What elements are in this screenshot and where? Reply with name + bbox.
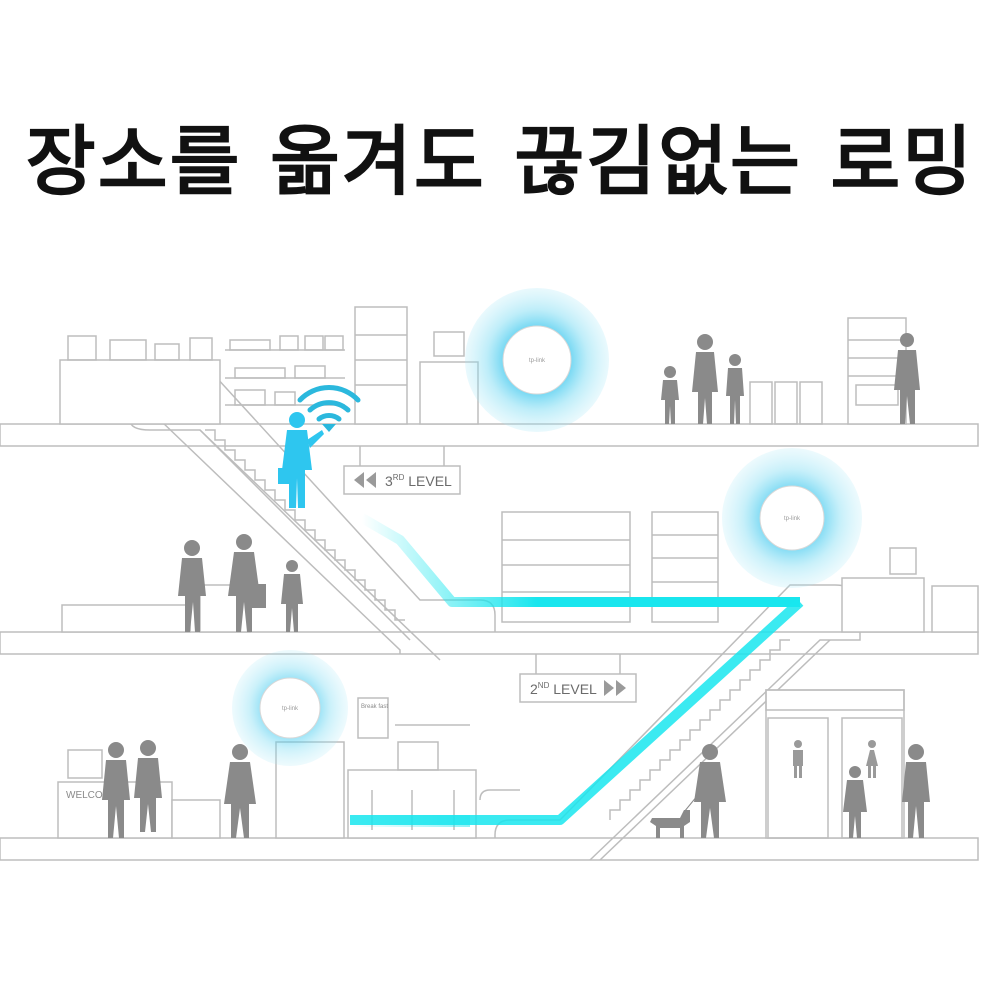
floor-slabs (0, 423, 979, 861)
svg-text:3RD LEVEL: 3RD LEVEL (385, 473, 452, 489)
level-3-number: 3 (385, 473, 393, 489)
person (178, 540, 206, 632)
wifi-icon (297, 385, 361, 432)
floor-3-shops (59, 306, 907, 425)
roaming-path (350, 513, 804, 827)
person (281, 560, 303, 632)
person (692, 334, 718, 424)
svg-text:2ND LEVEL: 2ND LEVEL (530, 681, 597, 697)
person (694, 744, 726, 838)
person (902, 744, 930, 838)
access-point-bottom-logo: tp-link (282, 706, 299, 712)
person (661, 366, 679, 424)
person (843, 766, 867, 838)
male-restroom-icon (793, 740, 803, 778)
floor-1-slab (0, 837, 979, 861)
person (224, 744, 256, 838)
level-3-suffix: RD (393, 473, 405, 482)
person (102, 742, 130, 838)
female-restroom-icon (866, 740, 878, 778)
person (134, 740, 162, 832)
level-2-number: 2 (530, 681, 538, 697)
headline: 장소를 옮겨도 끊김없는 로밍 (25, 117, 975, 206)
level-3-sign: 3RD LEVEL (343, 446, 461, 495)
dog (650, 810, 690, 838)
floor-3-slab (0, 423, 979, 447)
level-3-word: LEVEL (404, 473, 452, 489)
level-2-sign: 2ND LEVEL (519, 654, 637, 703)
access-point-top-logo: tp-link (529, 358, 546, 364)
access-point-top: tp-link (465, 288, 609, 432)
access-point-middle-logo: tp-link (784, 516, 801, 522)
level-2-word: LEVEL (549, 681, 597, 697)
welcome-desk-label: WELCOME (66, 790, 118, 801)
access-point-middle: tp-link (722, 448, 862, 588)
highlight-person (278, 412, 324, 508)
person (228, 534, 260, 632)
people (102, 333, 930, 838)
person (726, 354, 744, 424)
menu-board-label: Break fast (361, 704, 388, 710)
access-point-bottom: tp-link (232, 650, 348, 766)
person (894, 333, 920, 424)
floor-2-slab (0, 631, 979, 655)
level-2-suffix: ND (538, 681, 550, 690)
